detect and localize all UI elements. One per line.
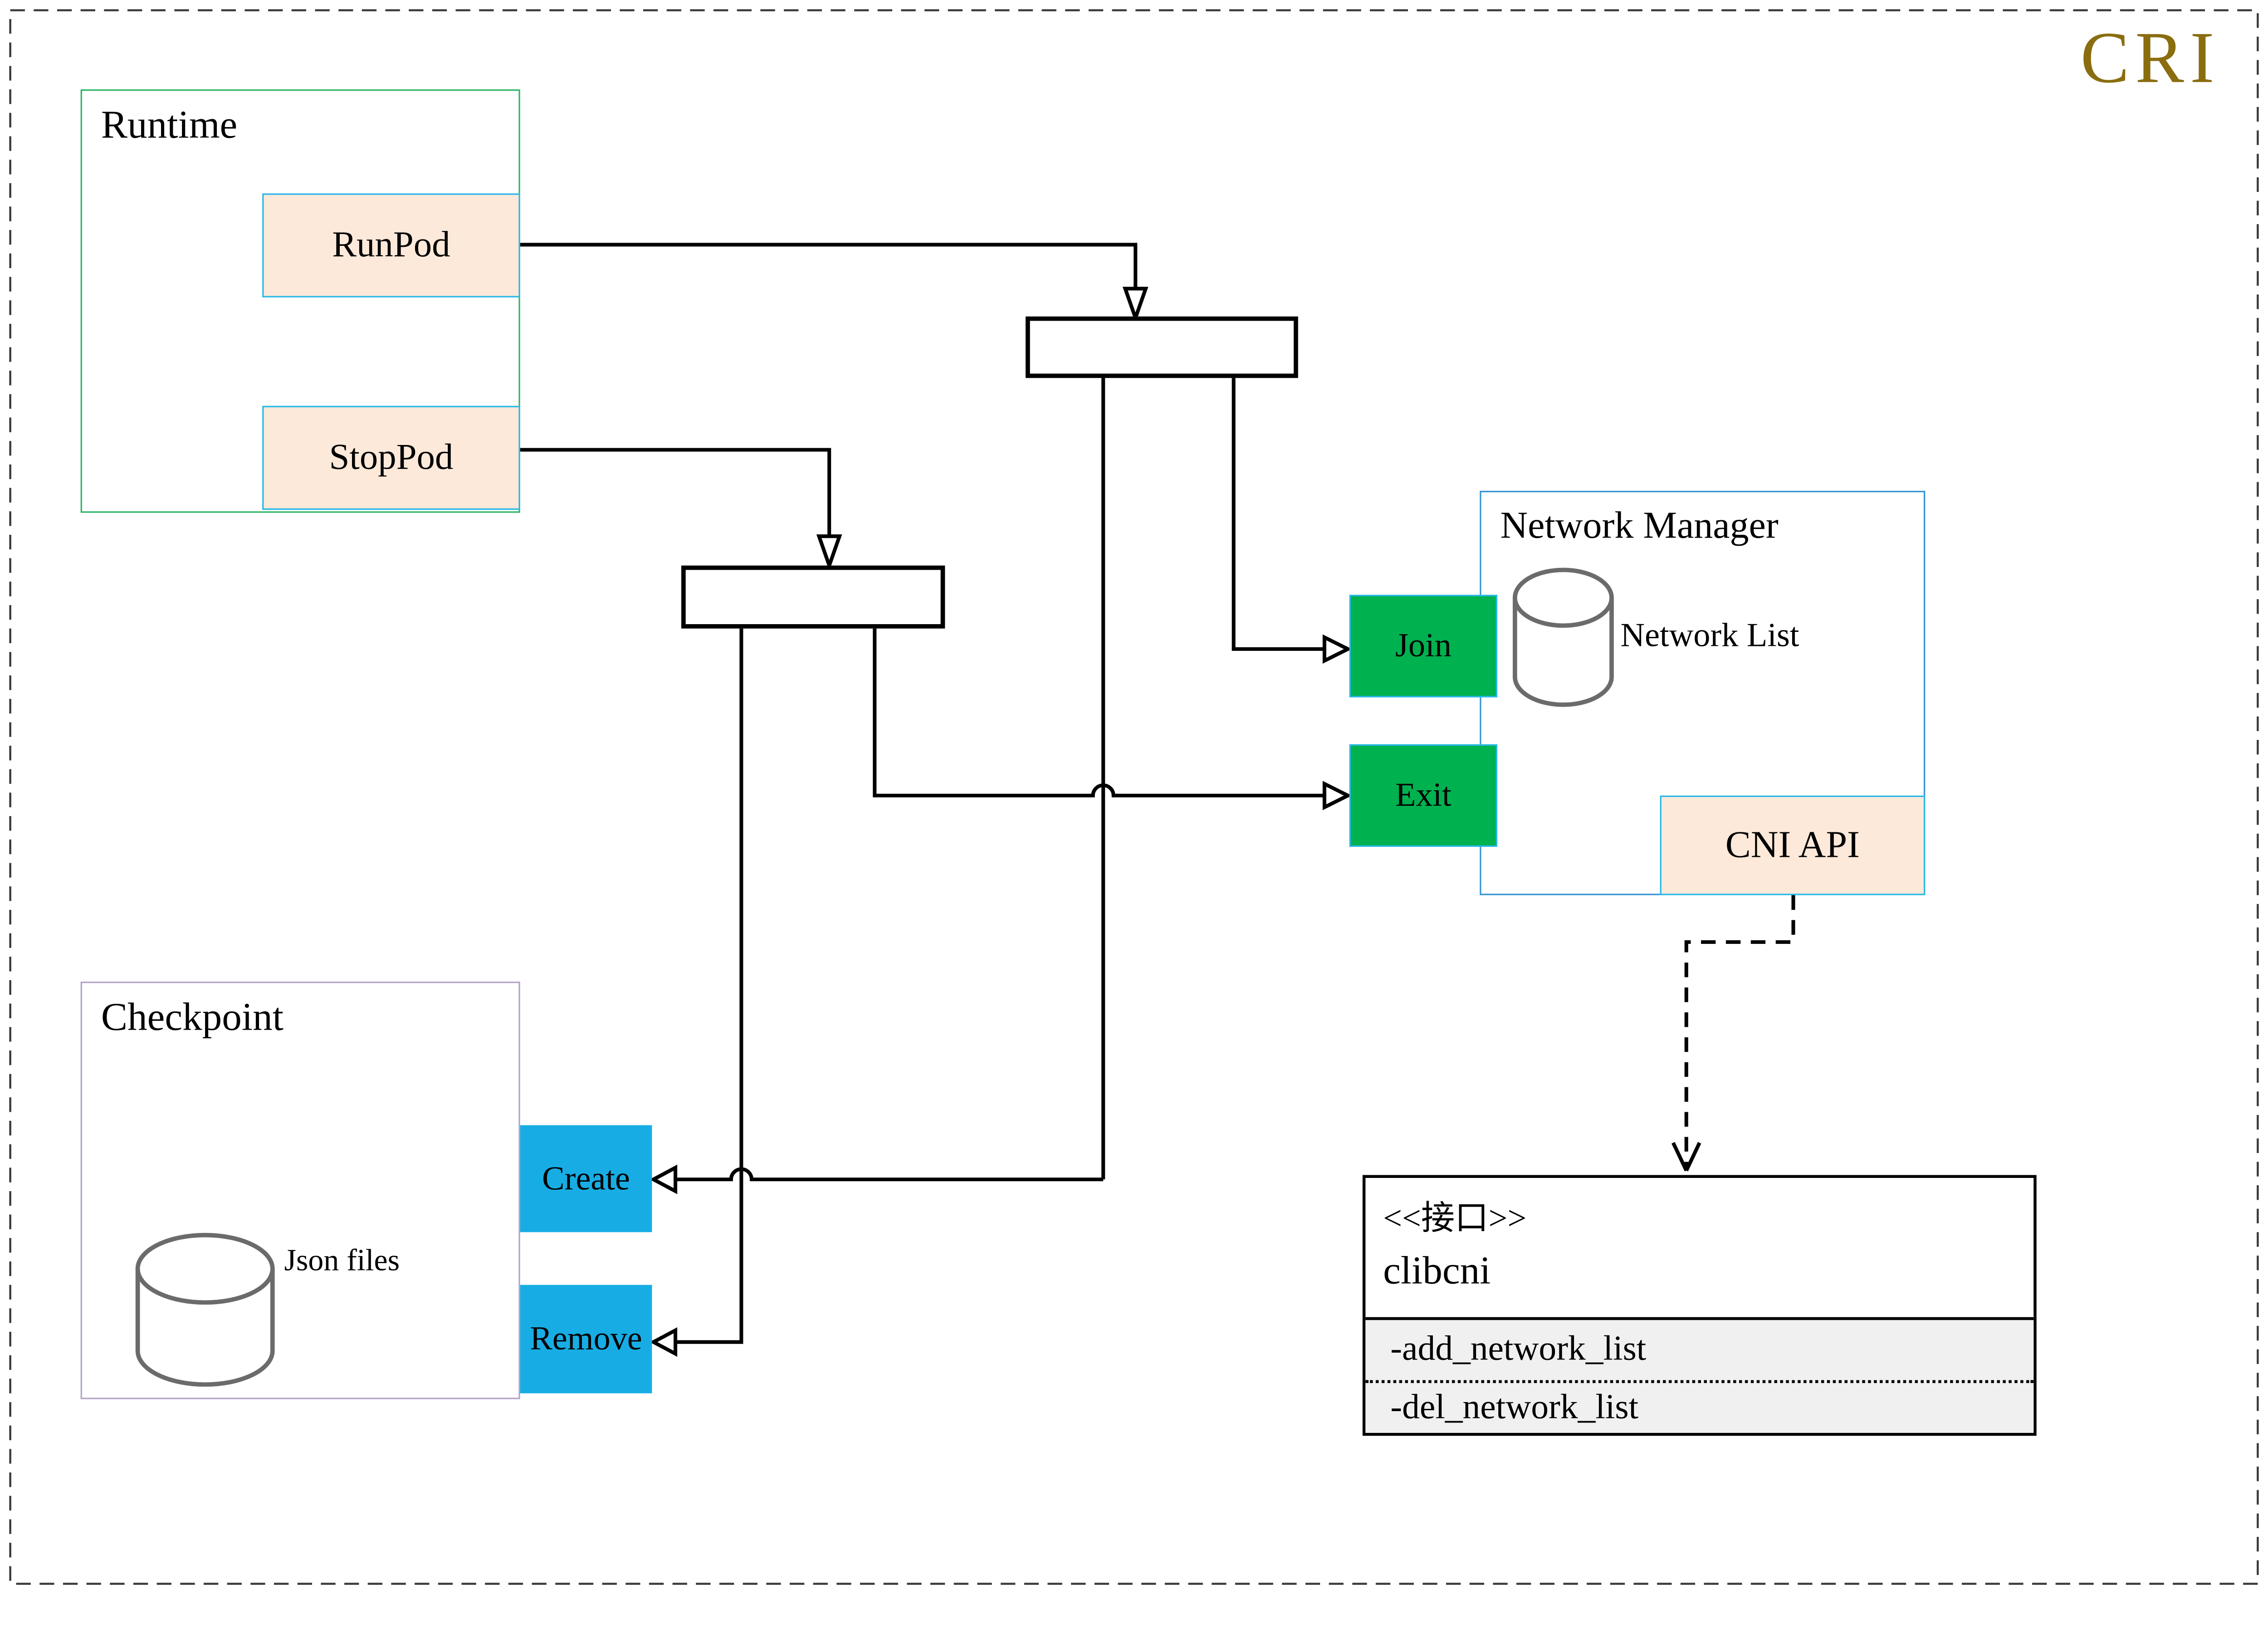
clibcni-interface-box: <<接口>> clibcni -add_network_list -del_ne… [1362, 1175, 2037, 1436]
fork-bar-runpod [1025, 316, 1298, 378]
remove-node: Remove [520, 1285, 652, 1393]
json-files-db-icon [135, 1233, 275, 1387]
network-list-db-icon [1512, 567, 1614, 707]
stoppod-label: StopPod [329, 437, 454, 477]
method-add-network-list: -add_network_list [1390, 1330, 1647, 1368]
create-node: Create [520, 1125, 652, 1232]
join-label: Join [1395, 627, 1452, 664]
connector-stoppod-to-fork2 [520, 448, 831, 537]
connector-fork2-to-exit [873, 628, 1323, 797]
arrowhead-into-fork1 [1122, 287, 1149, 324]
diagram-canvas: Runtime Network Manager Checkpoint <<接口>… [9, 9, 2259, 1585]
network-list-label: Network List [1620, 616, 1799, 654]
arrowhead-into-fork2 [816, 534, 842, 571]
page-dashed-border [9, 9, 2259, 1585]
runtime-title: Runtime [101, 103, 238, 147]
runpod-label: RunPod [332, 225, 450, 265]
connector-runpod-to-fork1 [520, 243, 1138, 289]
join-node: Join [1349, 595, 1498, 698]
connector-fork1-to-join [1232, 378, 1323, 651]
arrowhead-into-clibcni [1671, 1142, 1701, 1172]
interface-name: clibcni [1383, 1248, 1491, 1292]
arrowhead-into-join [1322, 634, 1352, 664]
interface-method-row: -add_network_list [1365, 1320, 2033, 1380]
create-label: Create [542, 1159, 630, 1197]
interface-methods-section: -add_network_list -del_network_list [1365, 1317, 2034, 1433]
stoppod-node: StopPod [262, 406, 520, 510]
cni-api-node: CNI API [1660, 795, 1926, 895]
json-files-label: Json files [284, 1242, 400, 1278]
arrowhead-into-remove [649, 1327, 678, 1357]
network-manager-title: Network Manager [1500, 504, 1779, 547]
runpod-node: RunPod [262, 193, 520, 298]
exit-label: Exit [1395, 776, 1452, 813]
method-del-network-list: -del_network_list [1390, 1388, 1639, 1427]
arrowhead-into-exit [1322, 781, 1352, 811]
exit-node: Exit [1349, 744, 1498, 847]
arrowhead-into-create [649, 1164, 678, 1194]
connector-cniapi-to-clibcni [1684, 895, 1795, 1167]
cri-logo: CRI [2080, 16, 2220, 98]
interface-stereotype: <<接口>> [1383, 1200, 1527, 1237]
checkpoint-title: Checkpoint [101, 995, 284, 1039]
connector-fork2-to-remove [677, 628, 743, 1344]
remove-label: Remove [530, 1320, 642, 1357]
fork-bar-stoppod [681, 565, 945, 629]
cni-api-label: CNI API [1725, 823, 1860, 866]
interface-method-row: -del_network_list [1365, 1380, 2034, 1433]
connector-layer [9, 9, 2259, 1585]
